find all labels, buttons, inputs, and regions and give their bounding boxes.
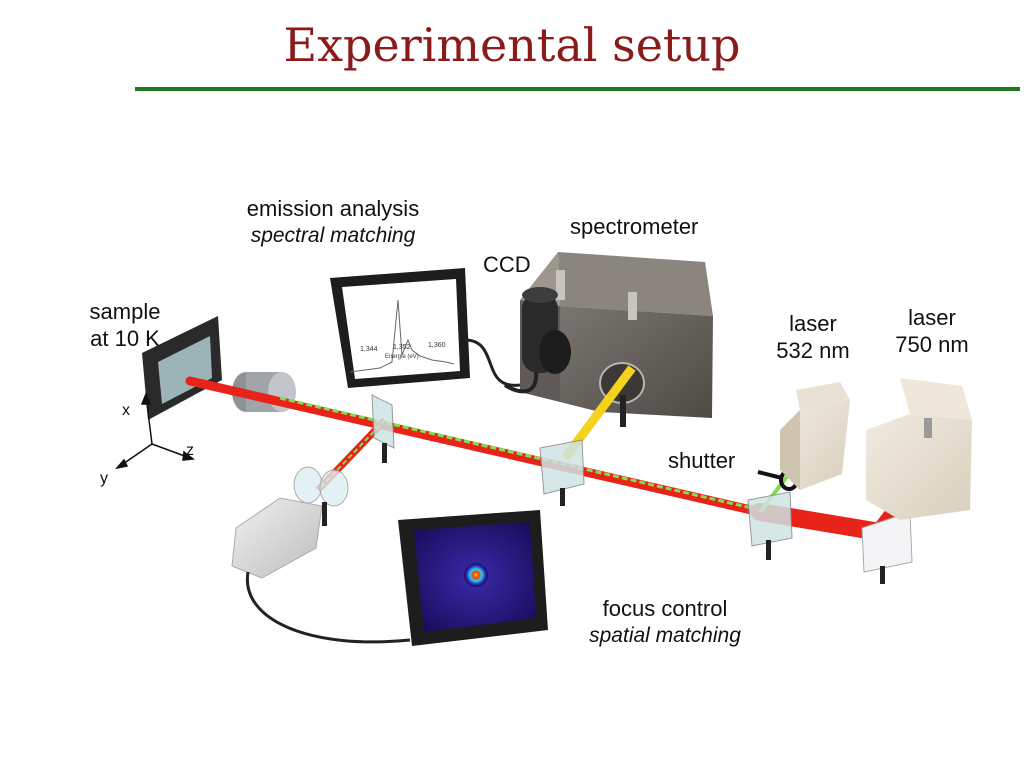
beam-splitter-1 <box>371 394 395 463</box>
label-sample: sample <box>89 299 161 324</box>
spectrum-tick-1: 1,344 <box>360 346 378 353</box>
spectrum-tick-2: 1,352 <box>393 344 411 351</box>
laser-750nm <box>866 378 972 520</box>
label-spectral-matching: spectral matching <box>250 224 416 247</box>
laser-532nm <box>780 382 850 490</box>
sample-holder <box>142 316 222 420</box>
label-ccd: CCD <box>483 252 531 277</box>
title-divider <box>135 87 1020 91</box>
label-spatial-matching: spatial matching <box>589 624 741 647</box>
spectrum-tick-3: 1,360 <box>428 342 446 349</box>
axis-label-y: y <box>100 470 108 487</box>
spectrum-xlabel: Energie (eV) <box>385 354 419 360</box>
focus-monitor <box>398 510 548 646</box>
axis-label-x: x <box>122 402 130 419</box>
beam-splitter-3 <box>747 491 793 560</box>
label-laser-750-wavelength: 750 nm <box>895 332 969 357</box>
label-laser-532-wavelength: 532 nm <box>776 338 850 363</box>
label-shutter: shutter <box>668 448 736 473</box>
label-laser-750: laser <box>908 305 956 330</box>
focus-camera <box>231 466 411 644</box>
beam-splitter-2 <box>539 439 585 506</box>
ccd-camera <box>503 287 571 394</box>
spectrum-monitor <box>330 268 521 388</box>
label-spectrometer: spectrometer <box>570 214 699 239</box>
label-emission-analysis: emission analysis <box>246 196 420 221</box>
mirror <box>861 511 913 584</box>
label-laser-532: laser <box>789 311 837 336</box>
label-sample-temp: at 10 K <box>90 326 160 351</box>
label-focus-control: focus control <box>602 596 728 621</box>
axis-indicator <box>114 391 195 470</box>
axis-label-z: z <box>186 442 194 459</box>
slide-title: Experimental setup <box>283 18 741 72</box>
